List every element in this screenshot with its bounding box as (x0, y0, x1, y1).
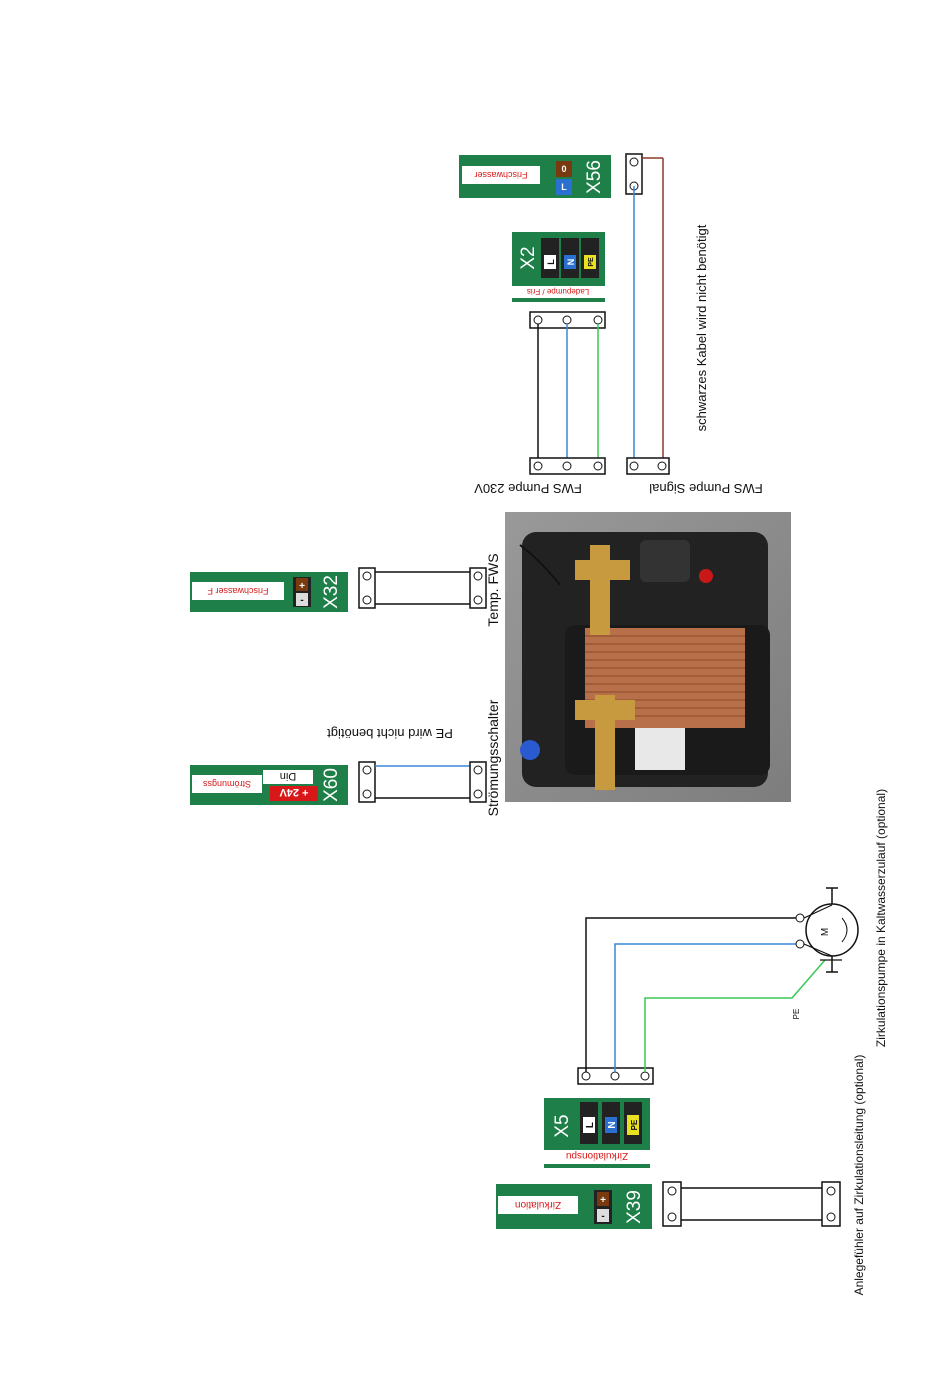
cable-fws-230v (529, 311, 606, 475)
connector-x5-pin-l: L (585, 1122, 596, 1128)
label-fws-signal: FWS Pumpe Signal (649, 481, 763, 496)
label-motor: M (820, 928, 831, 936)
connector-x2-pin-pe: PE (588, 257, 595, 267)
connector-x39-caption: Zirkulation (515, 1199, 561, 1210)
connector-x60: Strömungss Din + 24V X60 (190, 765, 348, 805)
connector-x56-pin-l: L (561, 182, 567, 192)
connector-x39: Zirkulation + - X39 (496, 1184, 652, 1229)
connector-x2-pin-l: L (546, 259, 556, 265)
connector-x32-pin-plus: + (299, 581, 305, 592)
connector-x32-pin-minus: - (300, 595, 303, 606)
connector-x32: Frischwasser F + - X32 (190, 572, 348, 612)
connector-x60-pin-din: Din (280, 770, 297, 782)
connector-x5-pin-n: N (607, 1121, 618, 1128)
connector-x2-id: X2 (518, 246, 539, 269)
connector-x2: Ladepumpe / Fris L N PE X2 (512, 232, 605, 302)
connector-x60-id: X60 (321, 768, 342, 802)
cable-fws-signal (625, 153, 670, 475)
circulation-pump-motor-symbol: M (803, 887, 859, 973)
label-stroemungsschalter: Strömungsschalter (485, 699, 501, 816)
label-pe-note: PE wird nicht benötigt (327, 726, 453, 741)
connector-x5-caption: Zirkulationspu (566, 1150, 628, 1161)
label-black-cable-note: schwarzes Kabel wird nicht benötigt (694, 224, 709, 431)
connector-x5-id: X5 (552, 1114, 573, 1137)
label-circulation-pump-note: Zirkulationspumpe in Kaltwasserzulauf (o… (874, 789, 888, 1047)
connector-x5: Zirkulationspu L N PE X5 (544, 1098, 650, 1168)
connector-x56-id: X56 (584, 160, 605, 194)
connector-x39-pin-minus: - (601, 1211, 604, 1222)
cable-circulation-sensor (662, 1181, 841, 1227)
connector-x2-caption: Ladepumpe / Fris (527, 287, 589, 296)
label-temp-fws: Temp. FWS (485, 553, 501, 626)
label-pe-motor: PE (792, 1009, 801, 1020)
connector-x56-pin-0: 0 (561, 164, 566, 174)
cable-stroemungsschalter (358, 761, 487, 803)
connector-x39-id: X39 (624, 1190, 645, 1224)
connector-x56: Frischwasser 0 L X56 (459, 155, 611, 198)
cable-circulation-pump (577, 913, 826, 1085)
fresh-water-station-photo (505, 512, 791, 802)
connector-x5-pin-pe: PE (630, 1119, 639, 1130)
connector-x32-caption: Frischwasser F (207, 586, 269, 596)
label-sensor-note: Anlegefühler auf Zirkulationsleitung (op… (852, 1055, 866, 1296)
connector-x39-pin-plus: + (600, 1195, 606, 1206)
connector-x56-caption: Frischwasser (474, 170, 527, 180)
connector-x60-pin-24v: + 24V (279, 786, 309, 798)
connector-x60-caption: Strömungss (202, 779, 251, 789)
cable-temp-fws (358, 567, 487, 609)
label-fws-230v: FWS Pumpe 230V (474, 481, 582, 496)
connector-x2-pin-n: N (566, 259, 576, 266)
connector-x32-id: X32 (321, 575, 342, 609)
